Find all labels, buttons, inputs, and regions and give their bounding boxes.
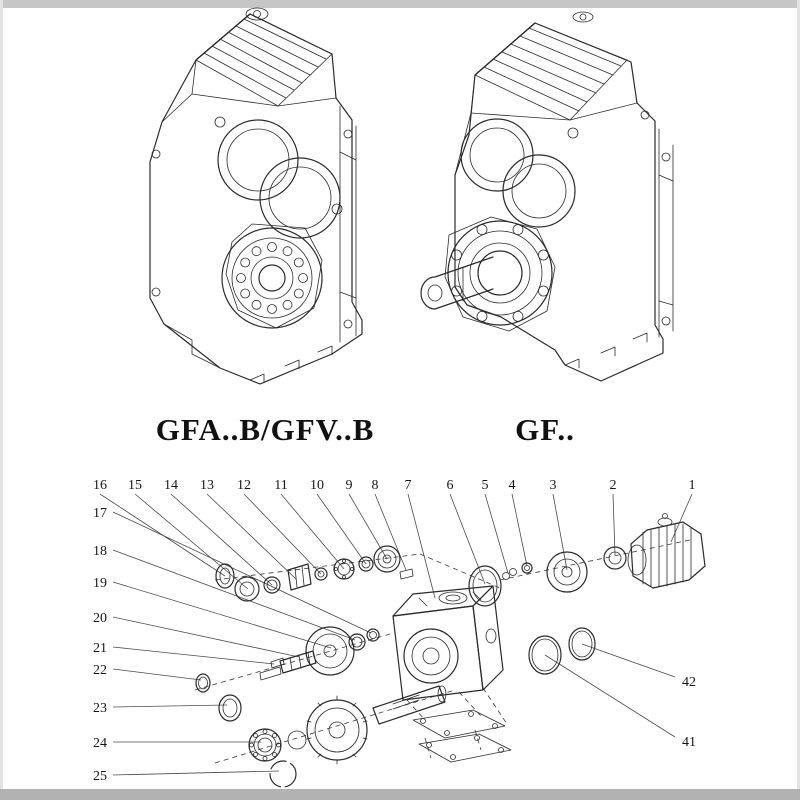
callout-42: 42 [682, 675, 696, 690]
callout-23: 23 [93, 701, 107, 716]
callout-17: 17 [93, 506, 107, 521]
motor-side-parts [468, 546, 627, 675]
photo-edge-bottom [0, 789, 800, 800]
exploded-parts-diagram: 16 15 14 13 12 11 10 9 8 7 6 5 4 3 2 1 1… [93, 478, 706, 788]
intermediate-gear-parts [195, 626, 380, 693]
callout-2: 2 [610, 478, 617, 493]
output-shaft-parts [218, 685, 447, 788]
upper-bores [460, 118, 579, 228]
input-shaft-parts [215, 545, 414, 602]
callout-7: 7 [405, 478, 412, 493]
cooling-fins [195, 13, 333, 107]
bottom-cover-parts [412, 709, 512, 763]
callout-4: 4 [509, 478, 516, 493]
photo-edge-left [0, 0, 3, 800]
gearbox-drawing-gf [420, 11, 674, 382]
top-plug [572, 11, 594, 23]
callout-18: 18 [93, 544, 107, 559]
callout-41: 41 [682, 735, 696, 750]
callout-16: 16 [93, 478, 107, 493]
callout-10: 10 [310, 478, 324, 493]
flange-bolt-holes [451, 224, 549, 322]
callout-1: 1 [689, 478, 696, 493]
mounting-feet [163, 323, 333, 384]
gear-housing [392, 585, 504, 701]
callout-3: 3 [550, 478, 557, 493]
upper-bores [214, 116, 343, 239]
callout-20: 20 [93, 611, 107, 626]
callout-8: 8 [372, 478, 379, 493]
callout-numbers: 16 15 14 13 12 11 10 9 8 7 6 5 4 3 2 1 1… [93, 478, 696, 784]
callout-14: 14 [164, 478, 178, 493]
callout-13: 13 [200, 478, 214, 493]
mounting-feet [564, 332, 648, 369]
callout-5: 5 [482, 478, 489, 493]
output-flange [444, 216, 556, 332]
side-strap [640, 110, 674, 338]
callout-21: 21 [93, 641, 107, 656]
callout-19: 19 [93, 576, 107, 591]
leader-lines [99, 493, 693, 776]
top-plug [245, 7, 269, 21]
bearing-balls [236, 242, 308, 314]
photo-edge-right [797, 0, 800, 800]
callout-6: 6 [447, 478, 454, 493]
cooling-fins [474, 22, 628, 121]
photo-edge-top [0, 0, 800, 8]
callout-25: 25 [93, 769, 107, 784]
callout-12: 12 [237, 478, 251, 493]
callout-22: 22 [93, 663, 107, 678]
output-bearing-boss [221, 223, 323, 329]
callout-15: 15 [128, 478, 142, 493]
callout-9: 9 [346, 478, 353, 493]
motor-adapter [627, 513, 706, 589]
output-shaft [420, 256, 494, 310]
side-strap [151, 105, 357, 343]
callout-24: 24 [93, 736, 107, 751]
callout-11: 11 [274, 478, 287, 493]
model-label-gf: GF.. [515, 412, 575, 447]
gearbox-drawing-gfab [149, 7, 363, 385]
model-label-gfab: GFA..B/GFV..B [155, 412, 375, 447]
